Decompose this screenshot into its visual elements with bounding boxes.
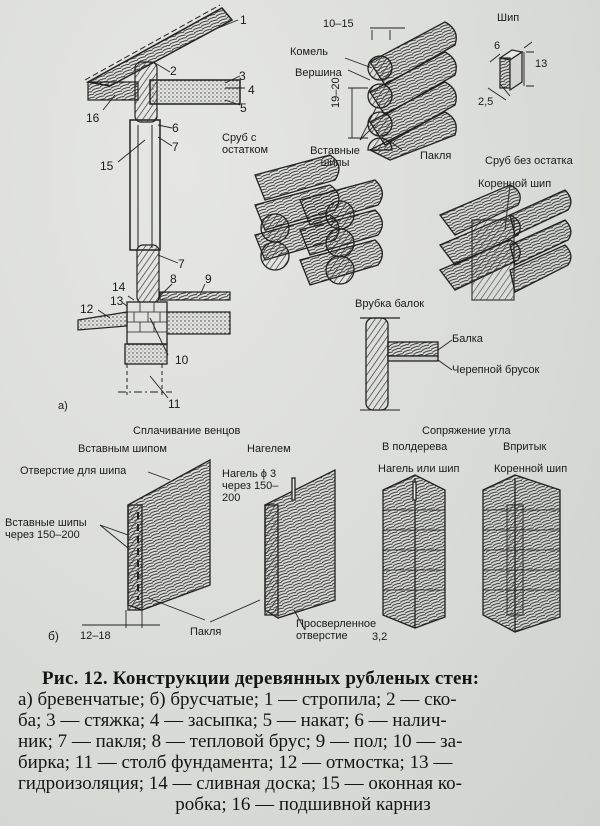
- section-a-callouts: 1 2 3 4 5 6 7 15 16 7 8 9 10 11 12 13 14: [80, 13, 255, 411]
- corner-half-timber-diagram: [382, 474, 446, 629]
- tenon-diagram: [487, 41, 534, 101]
- callout-7a: 7: [172, 140, 179, 154]
- technical-drawing: 1 2 3 4 5 6 7 15 16 7 8 9 10 11 12 13 14: [77, 4, 572, 633]
- caption-line: гидроизоляция; 14 — сливная доска; 15 — …: [18, 773, 463, 794]
- tow-label-b: Пакля: [190, 626, 222, 638]
- section-b-marker: б): [48, 629, 59, 643]
- corner-joining-title: Сопряжение угла: [422, 425, 511, 437]
- caption-title: Рис. 12. Конструкции деревянных рубленых…: [42, 668, 480, 689]
- tenon-hole-label: Отверстие для шипа: [20, 465, 127, 477]
- tow-label: Пакля: [420, 150, 452, 162]
- dim-side-label: 19–20: [330, 77, 342, 108]
- dowel-spec-label: Нагель ϕ 3 через 150–200: [222, 468, 279, 504]
- beam-label: Балка: [452, 333, 483, 345]
- skull-bar-label: Черепной брусок: [452, 364, 540, 376]
- caption-line: ник; 7 — пакля; 8 — тепловой брус; 9 — п…: [18, 731, 463, 752]
- callout-13: 13: [110, 294, 124, 308]
- callout-12: 12: [80, 302, 94, 316]
- callout-11: 11: [168, 397, 181, 411]
- tenon-width-dim: 6: [494, 40, 501, 52]
- corner-with-remainder-diagram: [254, 154, 383, 286]
- caption-line: робка; 16 — подшивной карниз: [175, 794, 431, 815]
- brick-plinth: [126, 301, 168, 345]
- corner-butt-diagram: [482, 474, 561, 633]
- root-tenon-label: Коренной шип: [478, 178, 552, 190]
- dim-top-label: 10–15: [323, 18, 354, 30]
- crown-joining-tenon-panel: [82, 458, 211, 628]
- window-frame: [129, 119, 161, 251]
- callout-4: 4: [248, 83, 255, 97]
- drilled-hole-label: Просверленное отверстие: [296, 618, 377, 642]
- crown-joining-title: Сплачивание венцов: [133, 425, 241, 437]
- corner-with-remainder-label: Сруб с остатком: [222, 132, 269, 156]
- callout-10: 10: [175, 353, 189, 367]
- caption-line: ба; 3 — стяжка; 4 — засыпка; 5 — накат; …: [18, 710, 447, 731]
- callout-15: 15: [100, 159, 114, 173]
- callout-16: 16: [86, 111, 100, 125]
- butt-label: Впритык: [503, 441, 547, 453]
- callout-7b: 7: [178, 257, 185, 271]
- figure-caption: Рис. 12. Конструкции деревянных рубленых…: [0, 668, 600, 815]
- beam-notch-title: Врубка балок: [355, 298, 425, 310]
- callout-6: 6: [172, 121, 179, 135]
- tenon-height-dim: 13: [535, 58, 548, 70]
- inserted-tenons-spacing-label: Вставные шипы через 150–200: [5, 517, 87, 541]
- half-timber-label: В полдерева: [382, 441, 448, 453]
- tenon-depth-dim: 2,5: [478, 96, 494, 108]
- root-tenon-label-b: Коренной шип: [494, 463, 568, 475]
- corner-without-remainder-label: Сруб без остатка: [485, 155, 573, 167]
- caption-line: а) бревенчатые; б) брусчатые; 1 — стропи…: [18, 689, 457, 710]
- callout-8: 8: [170, 272, 177, 286]
- by-inserted-tenon-label: Вставным шипом: [78, 443, 167, 455]
- callout-1: 1: [240, 13, 247, 27]
- caption-body: а) бревенчатые; б) брусчатые; 1 — стропи…: [0, 689, 600, 815]
- top-end-label: Вершина: [295, 67, 342, 79]
- callout-3: 3: [239, 69, 246, 83]
- tenon-title: Шип: [497, 12, 520, 24]
- by-dowel-label: Нагелем: [247, 443, 291, 455]
- gap-dim-label: 12–18: [80, 630, 111, 642]
- rafter: [85, 7, 234, 87]
- crown-joining-dowel-panel: [209, 468, 336, 631]
- log-wall-diagram: [344, 21, 457, 161]
- dowel-or-tenon-label: Нагель или шип: [378, 463, 460, 475]
- beam-notch-diagram: [360, 317, 453, 411]
- drilled-hole-dim: 3,2: [372, 631, 388, 643]
- callout-5: 5: [240, 101, 247, 115]
- wall-section-diagram: [77, 4, 245, 399]
- corner-without-remainder-diagram: [438, 184, 572, 301]
- caption-line: бирка; 11 — столб фундамента; 12 — отмос…: [18, 752, 453, 773]
- callout-14: 14: [112, 280, 126, 294]
- callout-2: 2: [170, 64, 177, 78]
- section-a-marker: а): [58, 400, 68, 412]
- callout-9: 9: [205, 272, 212, 286]
- inserted-tenons-label: Вставные шипы: [310, 145, 360, 169]
- butt-end-label: Комель: [290, 46, 328, 58]
